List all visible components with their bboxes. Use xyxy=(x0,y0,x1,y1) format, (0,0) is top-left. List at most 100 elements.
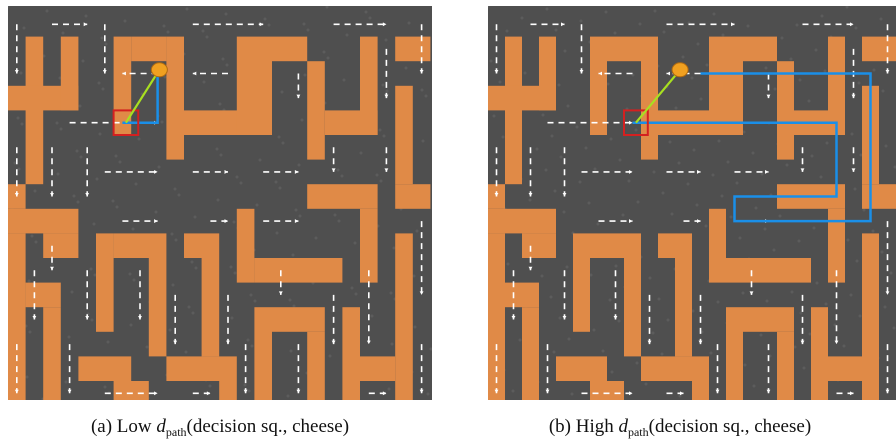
maze-wall xyxy=(709,36,743,135)
arrowhead-icon xyxy=(419,389,424,394)
arrowhead-icon xyxy=(494,192,499,197)
arrowhead-icon xyxy=(206,391,211,396)
maze-wall xyxy=(395,233,413,400)
maze-wall xyxy=(236,208,255,283)
maze-wall xyxy=(148,258,167,357)
arrowhead-icon xyxy=(382,391,387,396)
arrowhead-icon xyxy=(851,94,856,99)
maze-wall xyxy=(522,233,556,258)
caption-symbol: d xyxy=(618,416,628,437)
path-route-low xyxy=(122,73,159,124)
straight-line xyxy=(635,69,681,124)
maze-wall xyxy=(113,233,167,258)
maze-wall xyxy=(777,331,794,400)
maze-wall xyxy=(96,233,114,332)
arrowhead-icon xyxy=(259,22,264,27)
arrowhead-icon xyxy=(384,168,389,172)
arrowhead-icon xyxy=(800,340,805,345)
arrowhead-icon xyxy=(849,22,854,27)
maze-wall xyxy=(862,184,896,209)
maze-wall xyxy=(590,381,624,400)
maze-wall xyxy=(184,233,220,258)
arrowhead-icon xyxy=(173,340,178,345)
arrowhead-icon xyxy=(696,169,701,174)
maze-wall xyxy=(395,85,413,185)
maze-wall xyxy=(8,208,79,234)
decision-square-icon xyxy=(623,109,649,137)
arrowhead-icon xyxy=(579,69,584,74)
arrowhead-icon xyxy=(849,391,854,396)
maze-wall xyxy=(219,381,237,400)
arrowhead-icon xyxy=(50,192,54,197)
caption-low: (a) Low dpath(decision sq., cheese) xyxy=(0,416,440,440)
maze-wall xyxy=(25,282,61,308)
maze-wall xyxy=(395,36,431,62)
arrowhead-icon xyxy=(494,69,499,74)
maze-wall xyxy=(641,36,658,160)
arrowhead-icon xyxy=(122,71,126,76)
arrowhead-icon xyxy=(154,169,158,174)
arrowhead-icon xyxy=(545,389,550,394)
caption-prefix: (a) Low xyxy=(90,416,157,437)
arrowhead-icon xyxy=(628,391,633,396)
cheese-icon xyxy=(150,62,168,78)
maze-wall xyxy=(360,356,396,381)
caption-suffix: (decision sq., cheese) xyxy=(648,416,812,437)
path-route-high xyxy=(632,72,872,223)
maze-wall xyxy=(488,233,505,400)
maze-wall xyxy=(60,36,79,111)
maze-wall xyxy=(360,208,378,283)
maze-wall xyxy=(307,184,378,209)
decision-square-icon xyxy=(112,109,140,137)
arrowhead-icon xyxy=(511,315,516,320)
maze-wall xyxy=(488,208,556,234)
arrowhead-icon xyxy=(666,71,671,76)
maze-wall xyxy=(113,381,149,400)
maze-wall xyxy=(743,36,777,62)
maze-wall xyxy=(590,36,607,135)
maze-wall xyxy=(862,36,896,62)
straight-line xyxy=(124,69,161,124)
arrowhead-icon xyxy=(628,169,633,174)
arrowhead-icon xyxy=(226,340,230,345)
arrowhead-icon xyxy=(628,120,633,125)
maze-wall xyxy=(166,356,237,381)
arrowhead-icon xyxy=(83,22,88,27)
maze-grid-low xyxy=(8,6,432,400)
maze-wall xyxy=(166,36,184,160)
maze-wall xyxy=(573,233,590,332)
maze-wall xyxy=(556,356,607,381)
maze-wall xyxy=(590,233,641,258)
arrowhead-icon xyxy=(331,340,336,345)
arrowhead-icon xyxy=(138,315,142,320)
arrowhead-icon xyxy=(800,168,805,172)
arrowhead-icon xyxy=(628,219,633,224)
arrowhead-icon xyxy=(749,291,754,295)
maze-wall xyxy=(236,36,272,135)
arrowhead-icon xyxy=(224,169,228,174)
caption-high: (b) High dpath(decision sq., cheese) xyxy=(460,416,896,440)
arrowhead-icon xyxy=(562,192,567,197)
arrowhead-icon xyxy=(560,22,565,27)
arrowhead-icon xyxy=(613,315,618,320)
maze-wall xyxy=(828,208,845,283)
maze-wall xyxy=(539,36,556,111)
arrowhead-icon xyxy=(67,389,72,394)
maze-wall xyxy=(131,36,167,62)
arrowhead-icon xyxy=(764,169,769,174)
arrowhead-icon xyxy=(294,219,299,224)
maze-wall xyxy=(272,307,325,332)
maze-wall xyxy=(307,331,325,400)
arrowhead-icon xyxy=(885,69,890,74)
arrowhead-icon xyxy=(14,69,19,74)
maze-wall xyxy=(360,36,378,135)
arrowhead-icon xyxy=(224,219,228,224)
arrowhead-icon xyxy=(192,71,197,76)
caption-suffix: (decision sq., cheese) xyxy=(186,416,350,437)
maze-wall xyxy=(43,233,79,258)
arrowhead-icon xyxy=(528,266,533,271)
arrowhead-icon xyxy=(14,389,19,394)
arrowhead-icon xyxy=(384,94,389,99)
arrowhead-icon xyxy=(696,219,701,224)
arrowhead-icon xyxy=(494,389,499,394)
